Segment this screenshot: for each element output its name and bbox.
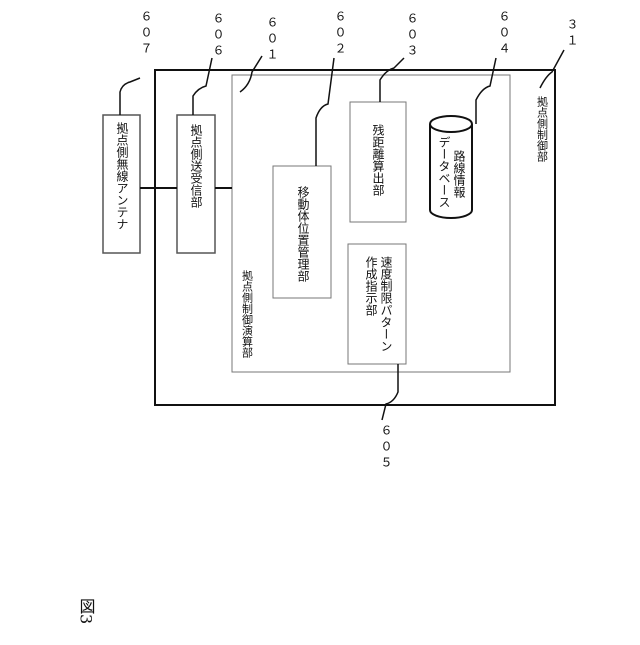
distance-calc-label: 残距離算出部 — [371, 124, 385, 196]
speed-limit-label-line1: 速度制限パターン — [379, 256, 393, 352]
position-mgmt-label: 移動体位置管理部 — [296, 186, 310, 282]
ref-31: ３１ — [565, 18, 579, 50]
ref-606: ６０６ — [211, 12, 225, 60]
ref-605: ６０５ — [379, 424, 393, 472]
route-db-label-line2: データベース — [437, 136, 451, 208]
speed-limit-label-line2: 作成指示部 — [364, 256, 378, 316]
leader-602 — [316, 58, 334, 166]
leader-604 — [476, 58, 496, 124]
antenna-label: 拠点側無線アンテナ — [115, 122, 129, 230]
ref-602: ６０２ — [333, 10, 347, 58]
leader-601 — [240, 56, 262, 92]
outer-unit-label: 拠点側制御部 — [536, 96, 549, 162]
ref-604: ６０４ — [497, 10, 511, 58]
calc-unit-label: 拠点側制御演算部 — [241, 270, 254, 358]
transceiver-label: 拠点側送受信部 — [189, 124, 203, 208]
route-db-label-line1: 路線情報 — [452, 149, 466, 199]
leader-607 — [120, 78, 140, 115]
ref-607: ６０７ — [139, 10, 153, 58]
ref-603: ６０３ — [405, 12, 419, 60]
figure-label: 図3 — [77, 598, 96, 624]
ref-601: ６０１ — [265, 16, 279, 64]
leader-603 — [380, 58, 404, 102]
leader-606 — [193, 58, 212, 115]
